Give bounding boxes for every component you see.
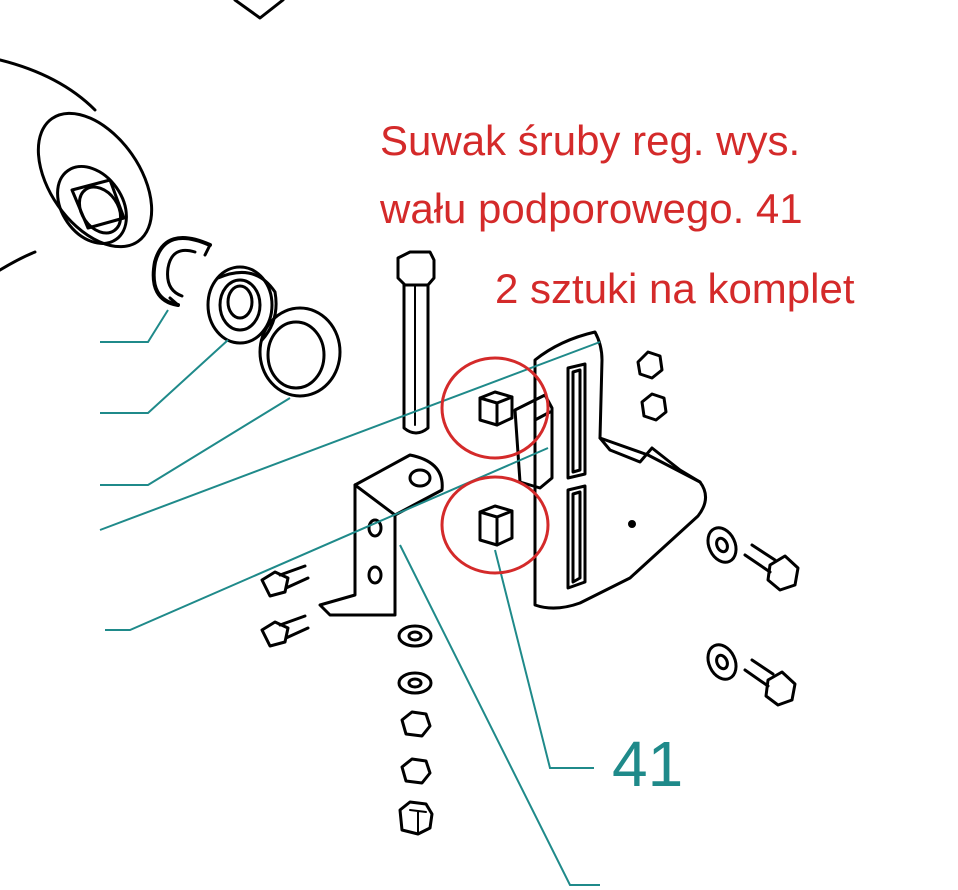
- nut-washer-stack: [397, 624, 434, 836]
- bolts-left: [260, 564, 310, 648]
- top-bracket-part: [233, 0, 285, 20]
- l-bracket: [318, 453, 444, 617]
- slider-block-upper: [478, 390, 514, 427]
- annotation-line-3: 2 sztuki na komplet: [495, 265, 855, 312]
- annotation-line-2: wału podporowego. 41: [380, 185, 803, 232]
- snap-ring: [151, 236, 212, 307]
- highlight-circle-upper: [440, 356, 550, 460]
- bolts-right: [743, 543, 800, 707]
- bearing: [206, 265, 278, 345]
- leader-lines: [99, 309, 601, 886]
- washers-right: [706, 526, 738, 681]
- seal-ring: [258, 306, 342, 398]
- slider-block-lower: [478, 504, 514, 547]
- small-nuts: [636, 350, 668, 422]
- highlight-circle-lower: [440, 475, 550, 575]
- threaded-rod: [396, 250, 436, 435]
- highlight-circles: [440, 356, 550, 575]
- roller-shaft: [0, 58, 154, 272]
- annotation-line-1: Suwak śruby reg. wys.: [380, 117, 801, 164]
- part-41-leader: [494, 549, 594, 769]
- part-number-label: 41: [612, 728, 684, 800]
- adjusting-plate: [513, 330, 707, 610]
